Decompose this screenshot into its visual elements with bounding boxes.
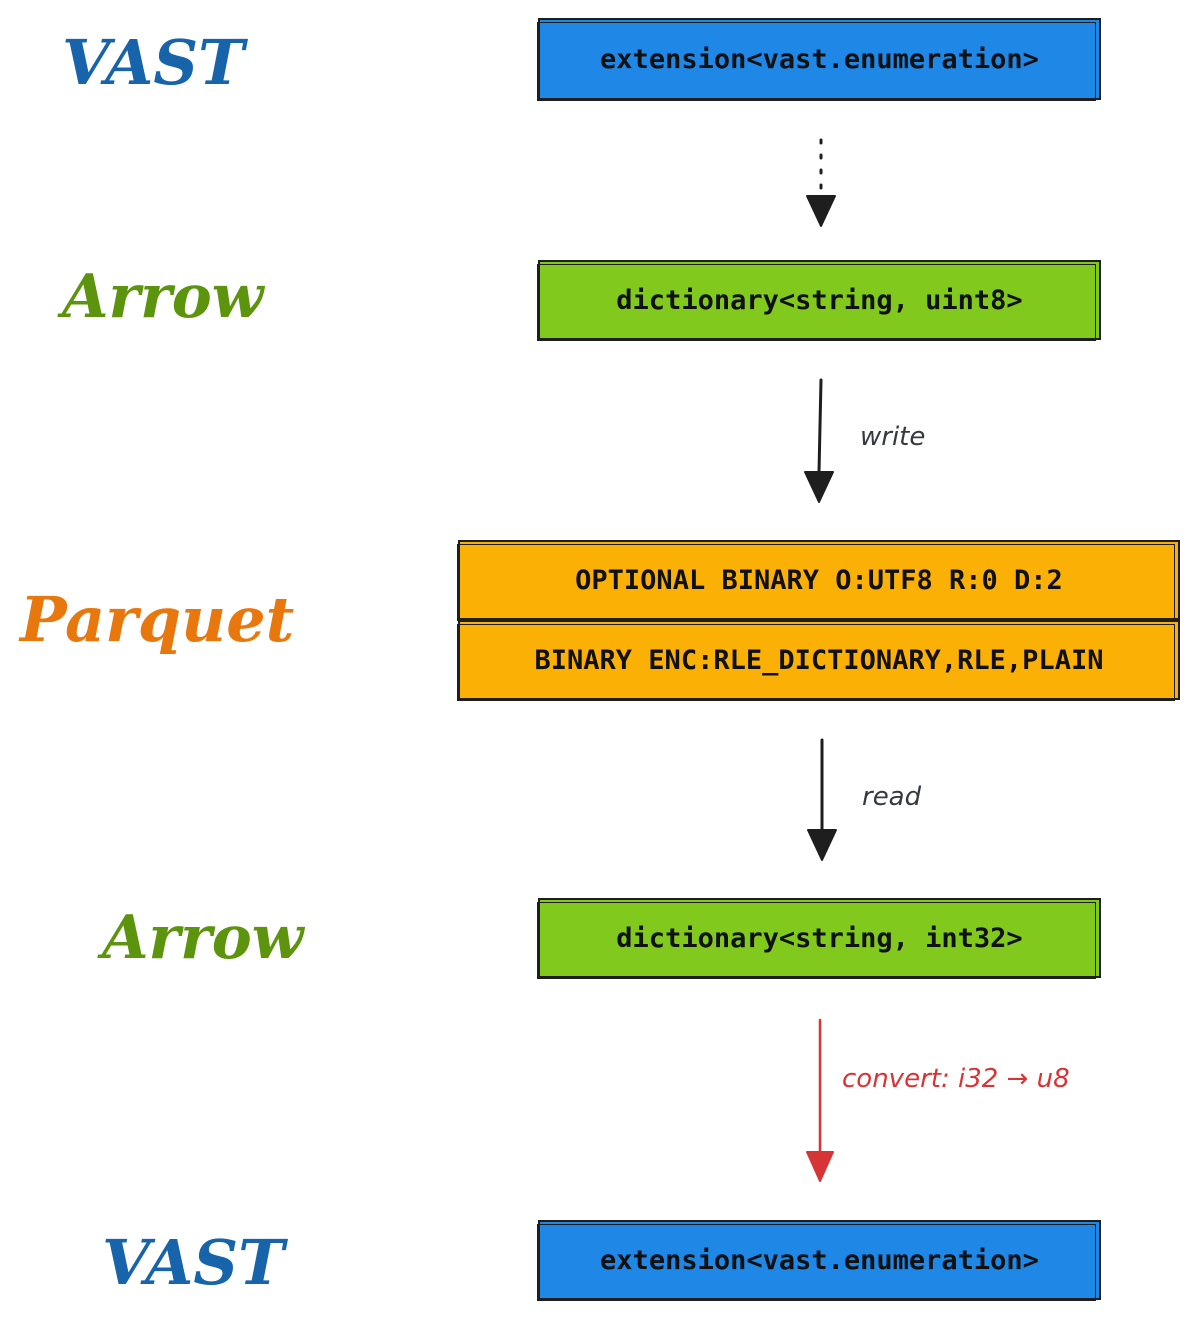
label-vast-bottom: VAST: [102, 1226, 285, 1299]
arrow-type-box-bottom: dictionary<string, int32>: [537, 898, 1101, 979]
read-arrow: [807, 738, 837, 861]
label-arrow-top: Arrow: [62, 262, 264, 332]
label-parquet: Parquet: [20, 583, 295, 656]
vast-type-text-top: extension<vast.enumeration>: [600, 43, 1039, 75]
label-vast-top: VAST: [62, 26, 245, 99]
vast-type-text-bottom: extension<vast.enumeration>: [600, 1244, 1039, 1276]
label-arrow-bottom: Arrow: [102, 903, 304, 973]
convert-arrow: [806, 1018, 834, 1182]
read-label: read: [862, 782, 922, 812]
convert-label: convert: i32 → u8: [842, 1064, 1070, 1094]
parquet-schema-box: OPTIONAL BINARY O:UTF8 R:0 D:2: [457, 540, 1180, 621]
dotted-arrow: [806, 138, 836, 227]
vast-type-box-bottom: extension<vast.enumeration>: [537, 1220, 1101, 1301]
parquet-encoding-box: BINARY ENC:RLE_DICTIONARY,RLE,PLAIN: [457, 620, 1180, 701]
arrow-type-text-top: dictionary<string, uint8>: [616, 284, 1023, 316]
write-label: write: [860, 422, 926, 452]
parquet-encoding-text: BINARY ENC:RLE_DICTIONARY,RLE,PLAIN: [534, 644, 1104, 676]
write-arrow: [804, 378, 834, 503]
parquet-schema-text: OPTIONAL BINARY O:UTF8 R:0 D:2: [575, 564, 1063, 596]
arrow-type-text-bottom: dictionary<string, int32>: [616, 922, 1023, 954]
vast-type-box-top: extension<vast.enumeration>: [537, 18, 1101, 101]
